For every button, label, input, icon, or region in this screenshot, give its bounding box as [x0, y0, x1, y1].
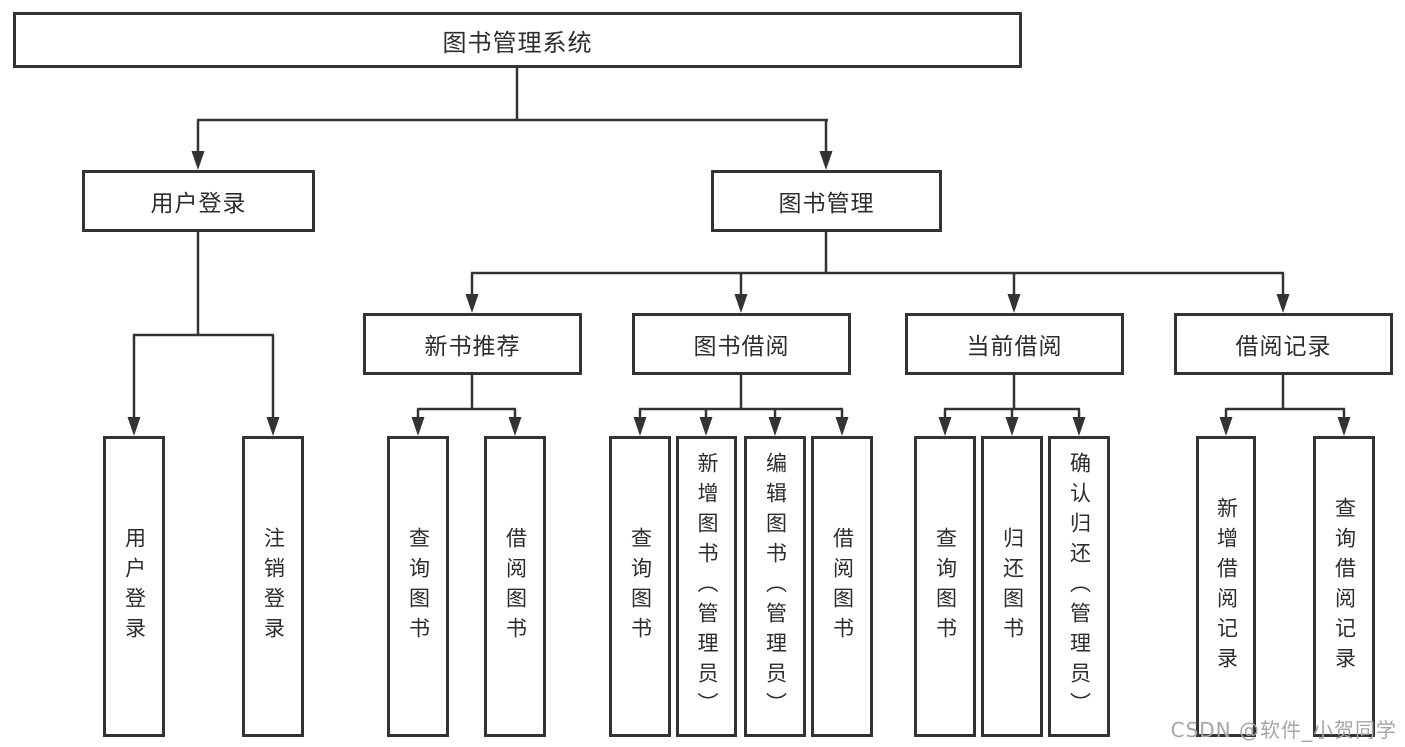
node-label: 新书推荐 — [424, 334, 521, 360]
node-label: 图书借阅 — [693, 334, 790, 360]
leaf-rec-query-books: 查询图书 — [387, 436, 449, 737]
node-label: 查询图书 — [406, 526, 431, 647]
node-label: 借阅图书 — [503, 526, 528, 647]
node-label: 借阅记录 — [1235, 334, 1332, 360]
leaf-cur-confirm-return-admin: 确认归还（管理员） — [1048, 436, 1110, 737]
node-new-book-recommendation: 新书推荐 — [363, 313, 582, 375]
node-label: 新增图书（管理员） — [695, 451, 719, 722]
node-user-login-branch: 用户登录 — [82, 170, 315, 232]
leaf-cur-return-books: 归还图书 — [981, 436, 1043, 737]
leaf-br-add-books-admin: 新增图书（管理员） — [676, 436, 737, 737]
leaf-hist-query-borrow-record: 查询借阅记录 — [1313, 436, 1375, 737]
node-label: 用户登录 — [122, 526, 147, 647]
leaf-br-borrow-books: 借阅图书 — [811, 436, 873, 737]
node-label: 归还图书 — [1000, 526, 1025, 647]
leaf-user-login: 用户登录 — [103, 436, 165, 737]
node-label: 编辑图书（管理员） — [763, 451, 788, 722]
node-library-management-system: 图书管理系统 — [13, 12, 1022, 68]
node-label: 借阅图书 — [830, 526, 855, 647]
node-label: 当前借阅 — [966, 334, 1063, 360]
node-label: 查询借阅记录 — [1332, 496, 1357, 677]
node-label: 图书管理 — [778, 191, 875, 217]
leaf-br-edit-books-admin: 编辑图书（管理员） — [744, 436, 806, 737]
leaf-br-query-books: 查询图书 — [609, 436, 671, 737]
node-label: 用户登录 — [150, 191, 247, 217]
node-label: 注销登录 — [261, 526, 286, 647]
node-label: 查询图书 — [933, 526, 958, 647]
node-book-management-branch: 图书管理 — [711, 170, 942, 232]
node-label: 图书管理系统 — [442, 28, 593, 57]
leaf-rec-borrow-books: 借阅图书 — [484, 436, 546, 737]
node-current-borrowing: 当前借阅 — [905, 313, 1124, 375]
node-borrowing-records: 借阅记录 — [1174, 313, 1393, 375]
leaf-cur-query-books: 查询图书 — [914, 436, 976, 737]
node-label: 新增借阅记录 — [1214, 496, 1239, 677]
leaf-hist-add-borrow-record: 新增借阅记录 — [1196, 436, 1256, 737]
leaf-logout: 注销登录 — [242, 436, 304, 737]
node-label: 确认归还（管理员） — [1067, 451, 1092, 722]
csdn-watermark: CSDN @软件_小贺同学 — [1170, 718, 1397, 742]
node-label: 查询图书 — [628, 526, 653, 647]
node-book-borrowing: 图书借阅 — [632, 313, 851, 375]
